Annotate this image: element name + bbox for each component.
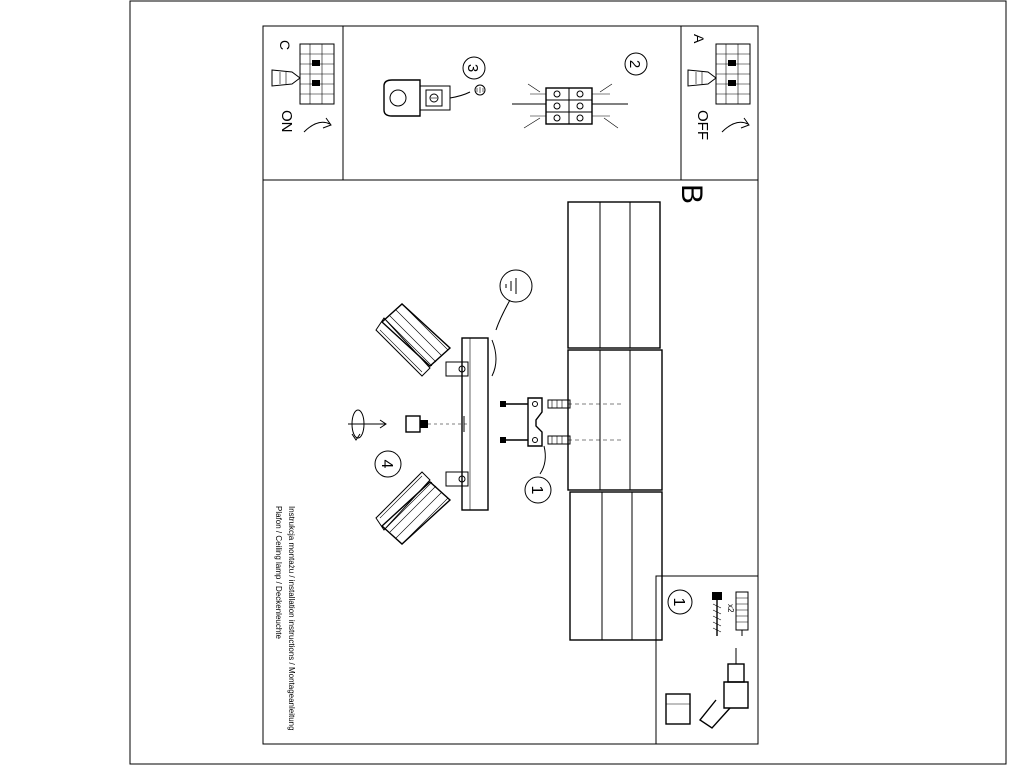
caption-line-2: Plafon / Ceiling lamp / Deckenleuchte xyxy=(274,506,283,640)
step-3-number: 3 xyxy=(464,64,481,72)
ground-symbol-icon xyxy=(474,84,486,96)
cap-nut-icon xyxy=(405,415,421,433)
panel-b-letter: B xyxy=(675,184,708,204)
rotate-arrow-icon xyxy=(303,121,331,133)
step-3-badge xyxy=(462,56,486,80)
panel-a-border xyxy=(680,25,759,181)
wall-plug-icon xyxy=(735,591,749,636)
lamp-shade-icon xyxy=(375,471,469,545)
step-2-wire-connection: 2 xyxy=(512,52,648,129)
step-3-ground-terminal: 3 xyxy=(383,56,486,117)
sheet-border xyxy=(262,25,759,745)
step-1-badge xyxy=(524,476,552,504)
bracket-icon xyxy=(527,397,543,447)
panel-c: C ON xyxy=(262,25,344,181)
panel-a: A OFF xyxy=(680,25,759,181)
panel-c-border xyxy=(262,25,344,181)
ceiling-icon xyxy=(567,201,663,641)
ground-symbol-icon xyxy=(499,269,533,303)
switch-box-icon xyxy=(299,43,335,105)
wall-plug-count: x2 xyxy=(726,604,735,613)
tools-step-badge xyxy=(667,589,693,615)
step-4-number: 4 xyxy=(378,460,395,469)
step-2-number: 2 xyxy=(626,60,643,68)
panel-a-letter: A xyxy=(691,34,707,44)
lamp-base-icon xyxy=(461,337,489,511)
rotate-arrow-icon xyxy=(721,121,749,133)
rotate-arrow-icon xyxy=(351,409,365,439)
screw-icon xyxy=(712,592,722,636)
tools-panel: 1 x2 xyxy=(655,575,759,745)
hand-icon xyxy=(687,69,717,87)
outer-frame xyxy=(129,0,1007,765)
terminal-block-icon xyxy=(545,87,593,125)
wall-plug-icon xyxy=(547,399,571,409)
ground-wire-icon xyxy=(491,339,497,377)
step-1-number: 1 xyxy=(528,486,545,495)
lamp-shade-icon xyxy=(375,303,469,377)
panel-a-state: OFF xyxy=(694,110,711,140)
tools-step-number: 1 xyxy=(670,598,687,607)
step-4-badge xyxy=(374,450,402,478)
caption-line-1: Instrukcja montażu / installation instru… xyxy=(287,506,296,731)
hand-icon xyxy=(271,69,301,87)
panel-c-state: ON xyxy=(278,110,295,133)
switch-box-icon xyxy=(715,43,751,105)
wall-plug-icon xyxy=(547,435,571,445)
mounting-bracket-assembly xyxy=(500,397,571,475)
step-4-fixing-screw xyxy=(348,409,470,441)
step-2-badge xyxy=(624,52,648,76)
tools-panel-border xyxy=(655,575,759,745)
panel-c-letter: C xyxy=(277,40,293,50)
drill-icon xyxy=(665,648,749,729)
bracket-eyelet-icon xyxy=(383,79,421,117)
